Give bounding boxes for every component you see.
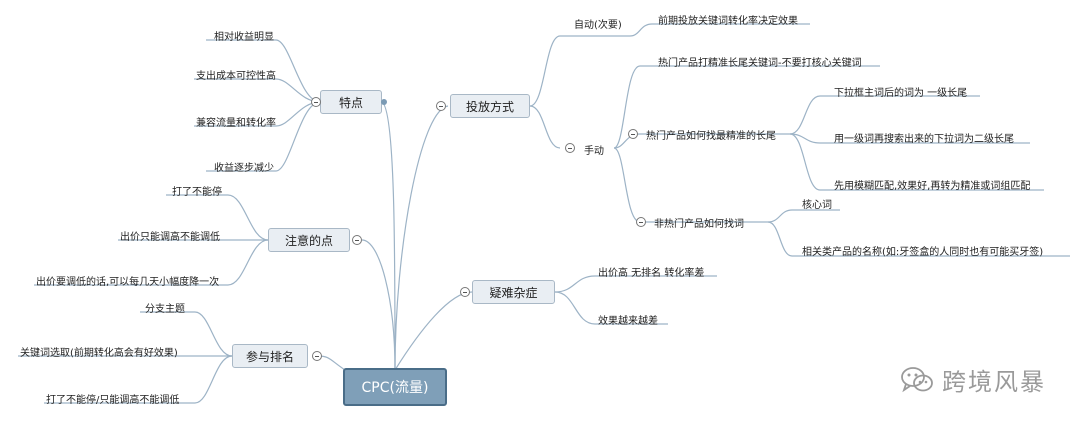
leaf-ranking-2: 关键词选取(前期转化高会有好效果) xyxy=(20,348,178,359)
leaf-note-1: 打了不能停 xyxy=(172,187,222,198)
root-node[interactable]: CPC(流量) xyxy=(343,368,447,406)
auto-mode-label: 自动(次要) xyxy=(574,20,622,31)
collapse-hot-find-icon[interactable] xyxy=(628,129,638,139)
leaf-feature-1: 相对收益明显 xyxy=(214,32,274,43)
leaf-note-2: 出价只能调高不能调低 xyxy=(120,232,220,243)
hot-find-label: 热门产品如何找最精准的长尾 xyxy=(646,131,776,142)
watermark-text: 跨境风暴 xyxy=(942,368,1046,396)
branch-delivery[interactable]: 投放方式 xyxy=(450,94,530,118)
root-label: CPC(流量) xyxy=(361,380,429,396)
leaf-feature-3: 兼容流量和转化率 xyxy=(196,118,276,129)
leaf-feature-2: 支出成本可控性高 xyxy=(196,71,276,82)
hot-find-item-1: 下拉框主词后的词为 一级长尾 xyxy=(834,88,968,99)
leaf-feature-4: 收益逐步减少 xyxy=(214,163,274,174)
watermark: 跨境风暴 xyxy=(900,362,1046,397)
branch-issues[interactable]: 疑难杂症 xyxy=(472,280,555,304)
branch-notes[interactable]: 注意的点 xyxy=(268,228,350,252)
wechat-icon xyxy=(901,366,933,392)
collapse-features-icon[interactable] xyxy=(311,97,321,107)
hot-find-item-2: 用一级词再搜索出来的下拉词为二级长尾 xyxy=(834,134,1014,145)
leaf-note-3: 出价要调低的话,可以每几天小幅度降一次 xyxy=(36,277,220,288)
collapse-manual-icon[interactable] xyxy=(565,143,575,153)
manual-hot-keyword: 热门产品打精准长尾关键词-不要打核心关键词 xyxy=(658,58,862,69)
collapse-delivery-icon[interactable] xyxy=(436,101,446,111)
collapse-notes-icon[interactable] xyxy=(352,235,362,245)
branch-features-label: 特点 xyxy=(338,95,363,110)
leaf-ranking-1: 分支主题 xyxy=(145,304,185,315)
branch-delivery-label: 投放方式 xyxy=(465,99,514,114)
leaf-ranking-3: 打了不能停/只能调高不能调低 xyxy=(46,395,180,406)
collapse-nonhot-find-icon[interactable] xyxy=(636,217,646,227)
hot-find-item-3: 先用模糊匹配,效果好,再转为精准或词组匹配 xyxy=(834,181,1031,192)
leaf-issue-2: 效果越来越差 xyxy=(598,316,658,327)
collapse-ranking-icon[interactable] xyxy=(312,351,322,361)
nonhot-find-item-1: 核心词 xyxy=(802,200,832,211)
branch-issues-label: 疑难杂症 xyxy=(489,285,538,300)
auto-mode-item: 前期投放关键词转化率决定效果 xyxy=(658,16,798,27)
branch-ranking[interactable]: 参与排名 xyxy=(232,344,308,368)
branch-notes-label: 注意的点 xyxy=(284,233,333,248)
collapse-issues-icon[interactable] xyxy=(460,287,470,297)
manual-mode-label: 手动 xyxy=(584,146,604,157)
branch-anchor-dot xyxy=(381,99,387,105)
nonhot-find-item-2: 相关类产品的名称(如:牙签盒的人同时也有可能买牙签) xyxy=(802,247,1044,258)
leaf-issue-1: 出价高 无排名 转化率差 xyxy=(598,268,705,279)
nonhot-find-label: 非热门产品如何找词 xyxy=(654,219,744,230)
branch-features[interactable]: 特点 xyxy=(320,90,382,114)
branch-ranking-label: 参与排名 xyxy=(245,349,294,364)
